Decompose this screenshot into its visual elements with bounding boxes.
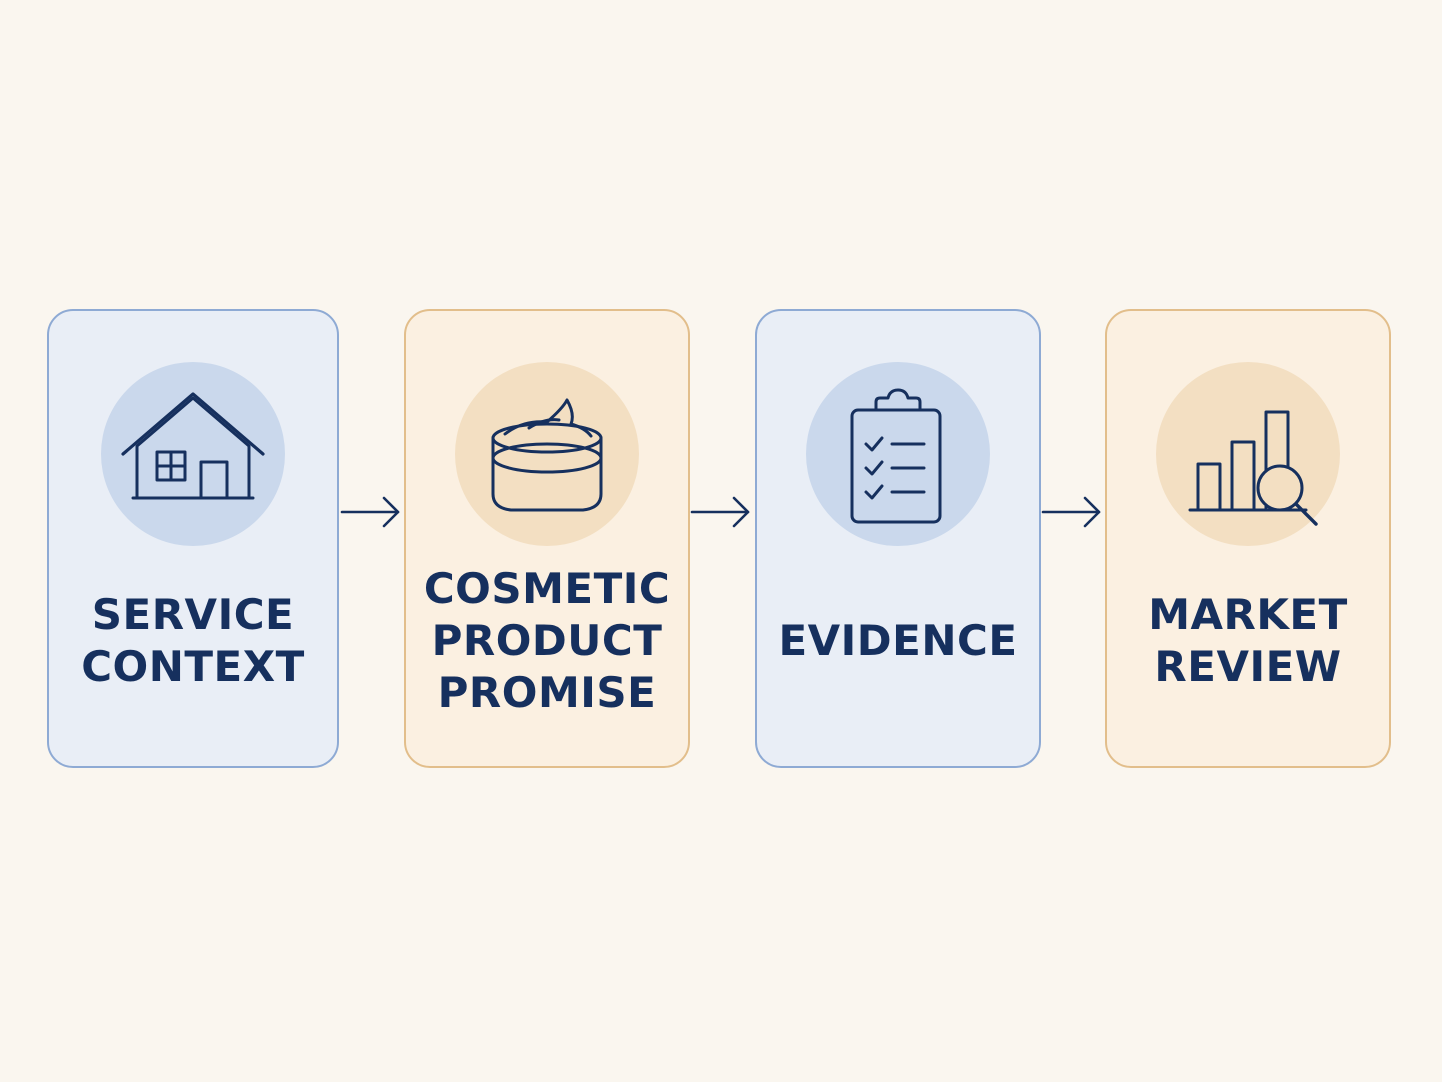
arrow-right-icon — [340, 496, 400, 528]
step-label-line: EVIDENCE — [778, 616, 1018, 665]
step-label-line: PRODUCT — [431, 616, 663, 665]
arrow-right-icon — [1041, 496, 1101, 528]
step-label: MARKET REVIEW — [1107, 551, 1389, 731]
icon-badge — [1156, 362, 1340, 546]
step-card-cosmetic-product-promise: COSMETIC PRODUCT PROMISE — [404, 309, 690, 768]
step-label: SERVICE CONTEXT — [49, 551, 337, 731]
arrow-right-icon — [690, 496, 750, 528]
step-label-line: SERVICE — [91, 590, 295, 639]
bar-chart-magnifier-icon — [1188, 410, 1318, 526]
step-label-line: MARKET — [1148, 590, 1348, 639]
step-label-line: COSMETIC — [423, 564, 671, 613]
icon-badge — [455, 362, 639, 546]
step-label-line: CONTEXT — [81, 642, 305, 691]
cosmetic-jar-icon — [491, 398, 603, 512]
step-label-line: PROMISE — [437, 668, 657, 717]
clipboard-checklist-icon — [850, 388, 942, 524]
step-label: EVIDENCE — [757, 551, 1039, 731]
step-label: COSMETIC PRODUCT PROMISE — [406, 551, 688, 731]
step-card-market-review: MARKET REVIEW — [1105, 309, 1391, 768]
step-card-evidence: EVIDENCE — [755, 309, 1041, 768]
icon-badge — [806, 362, 990, 546]
step-card-service-context: SERVICE CONTEXT — [47, 309, 339, 768]
house-icon — [121, 392, 265, 500]
icon-badge — [101, 362, 285, 546]
step-label-line: REVIEW — [1154, 642, 1342, 691]
